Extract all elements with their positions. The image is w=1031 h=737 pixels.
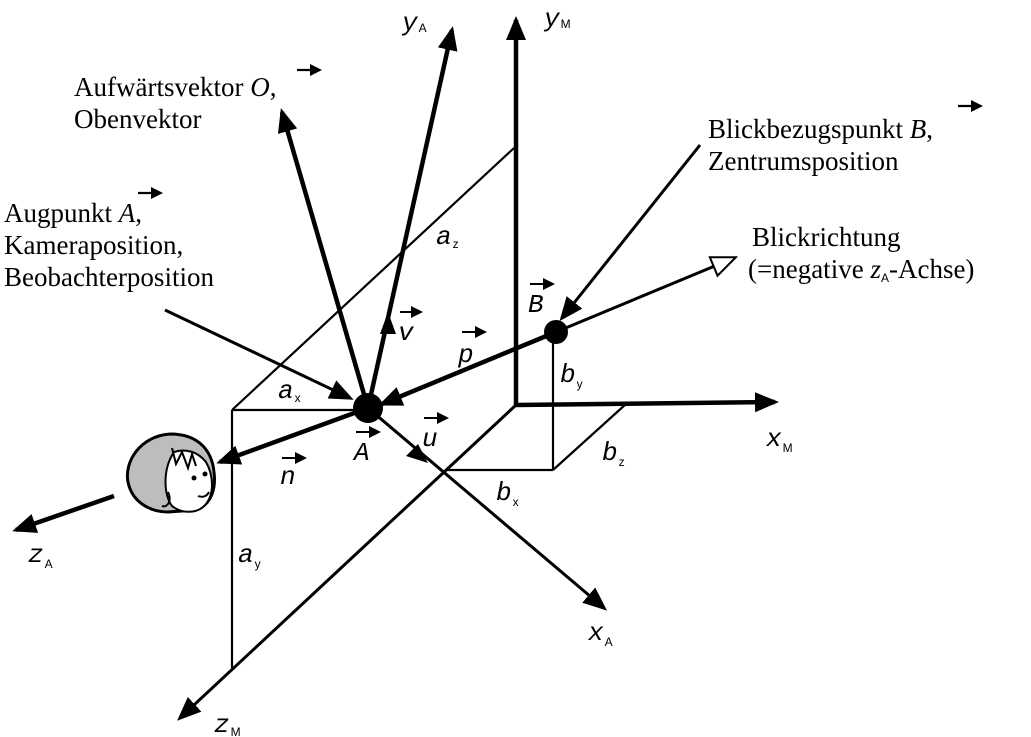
svg-text:Beobachterposition: Beobachterposition [4,262,214,292]
label-z-m: zM [214,710,241,737]
lookat-bz [552,403,627,471]
svg-text:v: v [398,318,415,348]
svg-text:Kameraposition,: Kameraposition, [4,230,183,260]
eye-point-dot [353,393,383,423]
eye-pointer [164,308,354,400]
label-y-m: yM [543,4,571,34]
label-b-z: bz [602,438,625,469]
vector-u-label: u [422,412,449,454]
view-direction-arrow [555,258,734,334]
axis-x-a [367,406,608,611]
vector-n-arrow [216,405,369,465]
axis-z-m [177,403,518,721]
vector-v-mid-arrowhead [380,312,396,334]
up-vector-label: Aufwärtsvektor O, Obenvektor [74,64,322,134]
vector-u-mid-arrowhead [406,444,428,463]
vector-p-arrow [378,329,557,407]
svg-text:Aufwärtsvektor O,: Aufwärtsvektor O, [74,72,276,102]
label-x-a: xA [587,618,613,649]
svg-text:u: u [422,424,438,454]
vector-v-label: v [398,306,423,348]
vector-p-label: p [457,326,487,370]
axis-y-a [365,26,458,409]
label-a-y: ay [238,540,261,571]
svg-text:Zentrumsposition: Zentrumsposition [708,146,899,176]
axis-z-a [12,493,115,533]
svg-text:Blickbezugspunkt B,: Blickbezugspunkt B, [708,114,933,144]
svg-text:Obenvektor: Obenvektor [74,104,201,134]
svg-text:Blickrichtung: Blickrichtung [752,222,900,252]
svg-text:p: p [457,340,474,370]
svg-text:A: A [352,438,370,468]
vector-b-label: B [528,278,555,320]
up-vector-arrow [277,108,371,409]
svg-text:n: n [280,462,296,492]
label-x-m: xM [765,424,793,455]
lookat-label: Blickbezugspunkt B, Zentrumsposition [708,100,983,176]
label-b-y: by [560,360,583,391]
view-direction-label: Blickrichtung (=negative zA-Achse) [748,222,974,285]
vector-a-label: A [352,426,381,468]
svg-text:B: B [528,290,544,320]
lookat-pointer [559,144,702,322]
viewer-face-icon [125,432,216,514]
svg-text:Augpunkt A,: Augpunkt A, [4,198,142,228]
vector-n-label: n [280,452,307,492]
eye-label: Augpunkt A, Kameraposition, Beobachterpo… [4,187,214,292]
label-a-x: ax [278,376,301,406]
label-a-z: az [436,222,459,252]
label-y-a: yA [401,8,427,38]
svg-text:(=negative zA-Achse): (=negative zA-Achse) [748,254,974,285]
axis-x-m [515,392,779,413]
label-z-a: zA [28,540,53,571]
lookat-point-dot [544,320,568,344]
label-b-x: bx [496,478,519,509]
eye-construction-diag [231,147,515,411]
